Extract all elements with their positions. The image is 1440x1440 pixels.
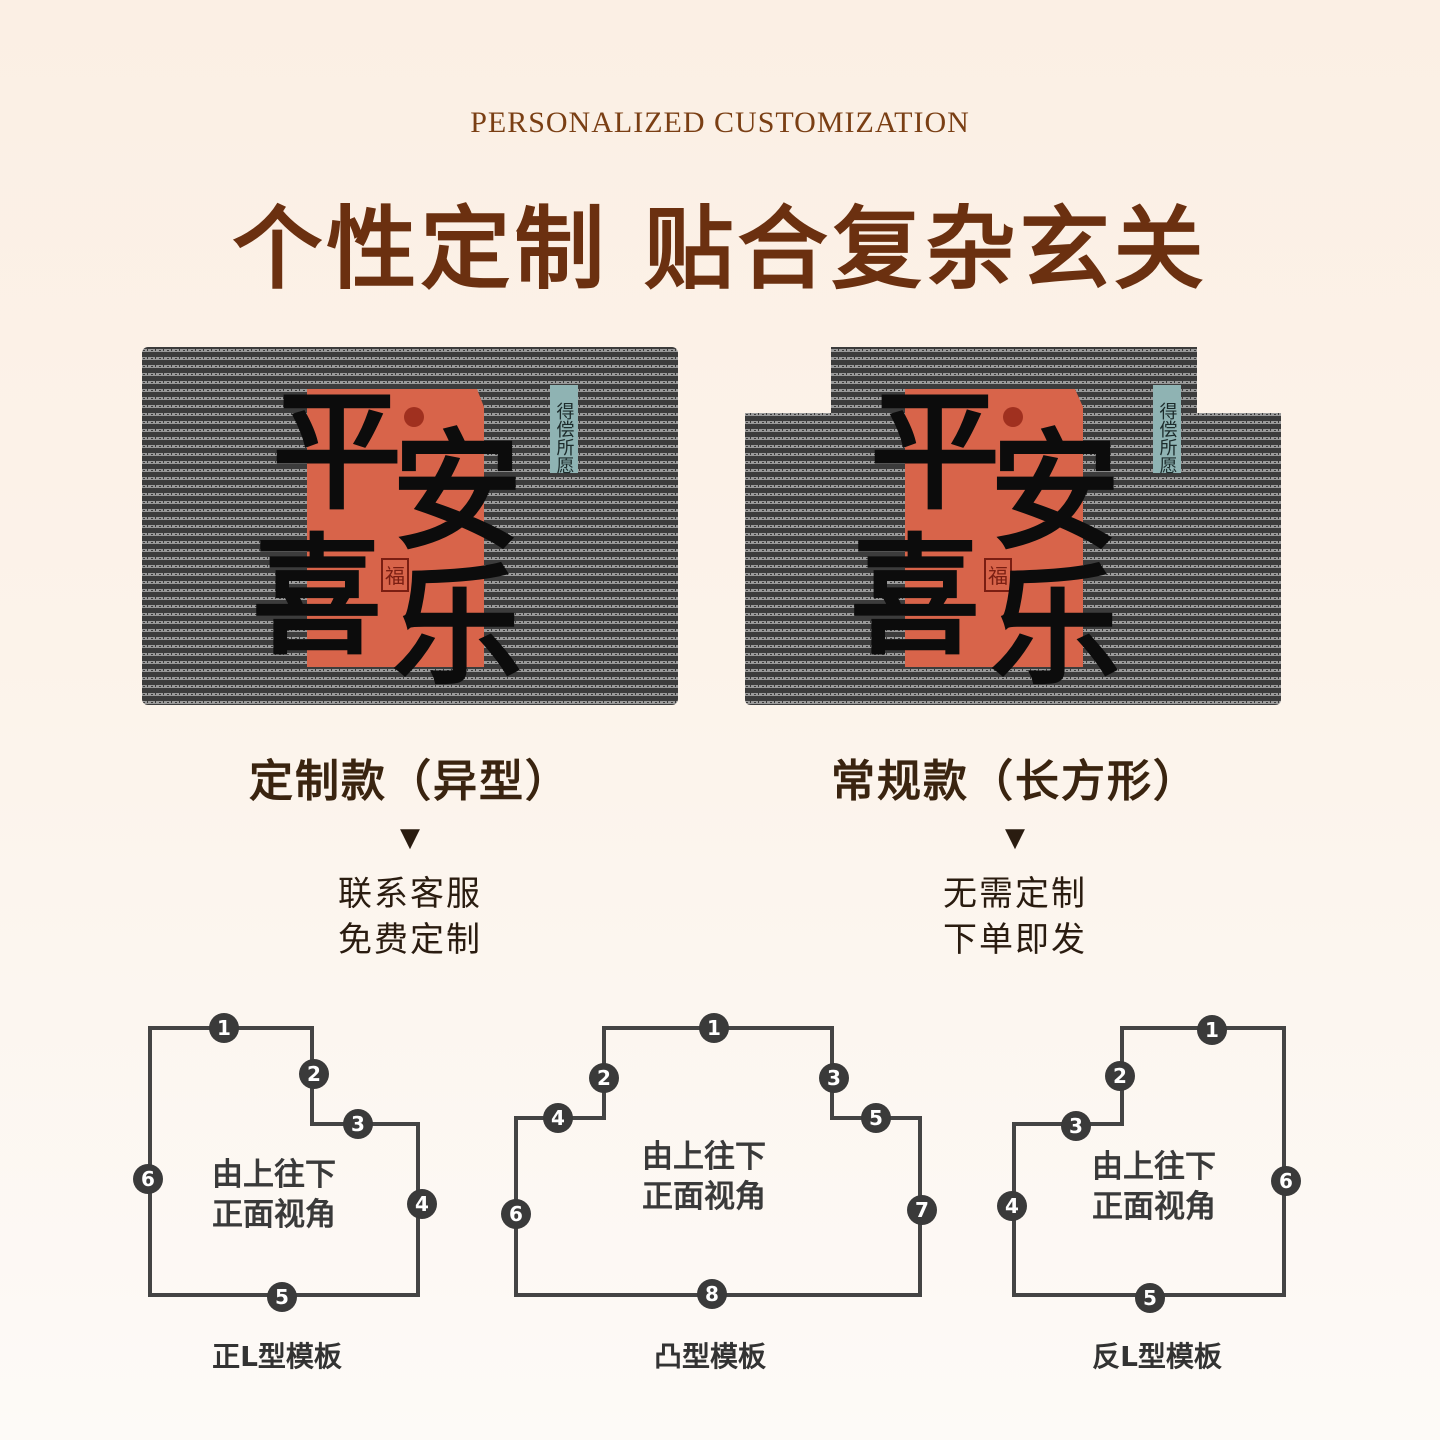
variant-custom-title: 定制款（异型）	[249, 756, 571, 807]
marker-6: 6	[509, 1202, 523, 1226]
template-positive-l-markers: 1 2 3 4 5 6	[133, 1013, 437, 1312]
marker-4: 4	[415, 1192, 429, 1216]
marker-6: 6	[1279, 1169, 1293, 1193]
template-convex-center-1: 由上往下	[642, 1139, 766, 1175]
marker-1: 1	[1205, 1018, 1219, 1042]
down-triangle-icon: ▼	[1005, 823, 1025, 853]
marker-5: 5	[275, 1285, 289, 1309]
marker-3: 3	[351, 1112, 365, 1136]
artwork-char-an: 安	[392, 415, 522, 568]
variant-custom-desc: 联系客服 免费定制	[130, 871, 690, 963]
variant-regular: 常规款（长方形） ▼ 无需定制 下单即发	[735, 745, 1295, 963]
marker-5: 5	[869, 1106, 883, 1130]
artwork-char-ping: 平	[870, 375, 1000, 528]
marker-1: 1	[707, 1016, 721, 1040]
template-caption-reverse-l: 反L型模板	[1092, 1340, 1222, 1373]
variant-regular-line-1: 无需定制	[943, 874, 1087, 914]
artwork-char-le: 乐	[990, 550, 1120, 703]
section-eyebrow: PERSONALIZED CUSTOMIZATION	[470, 106, 970, 139]
artwork-seal-char: 福	[988, 564, 1008, 588]
template-convex-center-2: 正面视角	[642, 1179, 766, 1215]
artwork-side-tag-text: 得偿所愿	[1157, 402, 1178, 474]
template-reverse-l-markers: 1 2 3 4 5 6	[997, 1015, 1301, 1313]
artwork-red-panel	[307, 389, 484, 667]
template-outline-reverse-l	[1012, 1026, 1286, 1297]
template-positive-l-center-1: 由上往下	[212, 1157, 336, 1193]
section-headline: 个性定制 贴合复杂玄关	[232, 196, 1208, 302]
artwork-char-le: 乐	[392, 550, 522, 703]
template-positive-l-center-2: 正面视角	[212, 1197, 336, 1233]
marker-4: 4	[1005, 1194, 1019, 1218]
artwork-side-tag	[550, 385, 578, 473]
marker-4: 4	[551, 1106, 565, 1130]
marker-5: 5	[1143, 1286, 1157, 1310]
artwork-seal-top	[1003, 407, 1023, 427]
marker-8: 8	[705, 1282, 719, 1306]
template-reverse-l-center-1: 由上往下	[1092, 1149, 1216, 1185]
marker-2: 2	[307, 1062, 321, 1086]
variant-custom-line-1: 联系客服	[338, 874, 482, 914]
template-reverse-l-center-2: 正面视角	[1092, 1189, 1216, 1225]
marker-2: 2	[1113, 1064, 1127, 1088]
template-caption-positive-l: 正L型模板	[212, 1340, 342, 1373]
artwork-char-xi: 喜	[252, 520, 382, 673]
marker-7: 7	[915, 1198, 929, 1222]
down-triangle-icon: ▼	[400, 823, 420, 853]
artwork-seal-char: 福	[385, 564, 405, 588]
artwork-char-xi: 喜	[850, 520, 980, 673]
artwork-side-tag	[1153, 385, 1181, 473]
marker-3: 3	[1069, 1114, 1083, 1138]
variant-custom-line-2: 免费定制	[338, 920, 482, 960]
marker-6: 6	[141, 1167, 155, 1191]
artwork-red-panel	[905, 389, 1083, 667]
template-caption-convex: 凸型模板	[653, 1340, 766, 1373]
variant-regular-line-2: 下单即发	[943, 920, 1087, 960]
artwork-seal-bottom	[984, 558, 1012, 592]
marker-2: 2	[597, 1066, 611, 1090]
artwork-char-an: 安	[990, 415, 1120, 568]
template-convex-markers: 1 2 3 4 5 6 7 8	[501, 1013, 937, 1309]
template-outline-convex	[514, 1026, 922, 1297]
marker-1: 1	[217, 1016, 231, 1040]
variant-custom: 定制款（异型） ▼ 联系客服 免费定制	[130, 745, 690, 963]
regular-mat-image: 得偿所愿 福 平 安 喜 乐	[745, 347, 1281, 705]
marker-3: 3	[827, 1066, 841, 1090]
variant-regular-desc: 无需定制 下单即发	[735, 871, 1295, 963]
artwork-char-ping: 平	[272, 375, 402, 528]
artwork-seal-bottom	[381, 558, 409, 592]
artwork-side-tag-text: 得偿所愿	[554, 402, 575, 474]
template-outline-positive-l	[148, 1026, 420, 1297]
variant-regular-title: 常规款（长方形）	[831, 756, 1199, 807]
template-diagrams: 1 2 3 4 5 6 1 2 3 4 5 6 7 8 1 2	[0, 1010, 1440, 1410]
custom-mat-image: 得偿所愿 福 平 安 喜 乐	[142, 347, 678, 705]
artwork-seal-top	[404, 407, 424, 427]
